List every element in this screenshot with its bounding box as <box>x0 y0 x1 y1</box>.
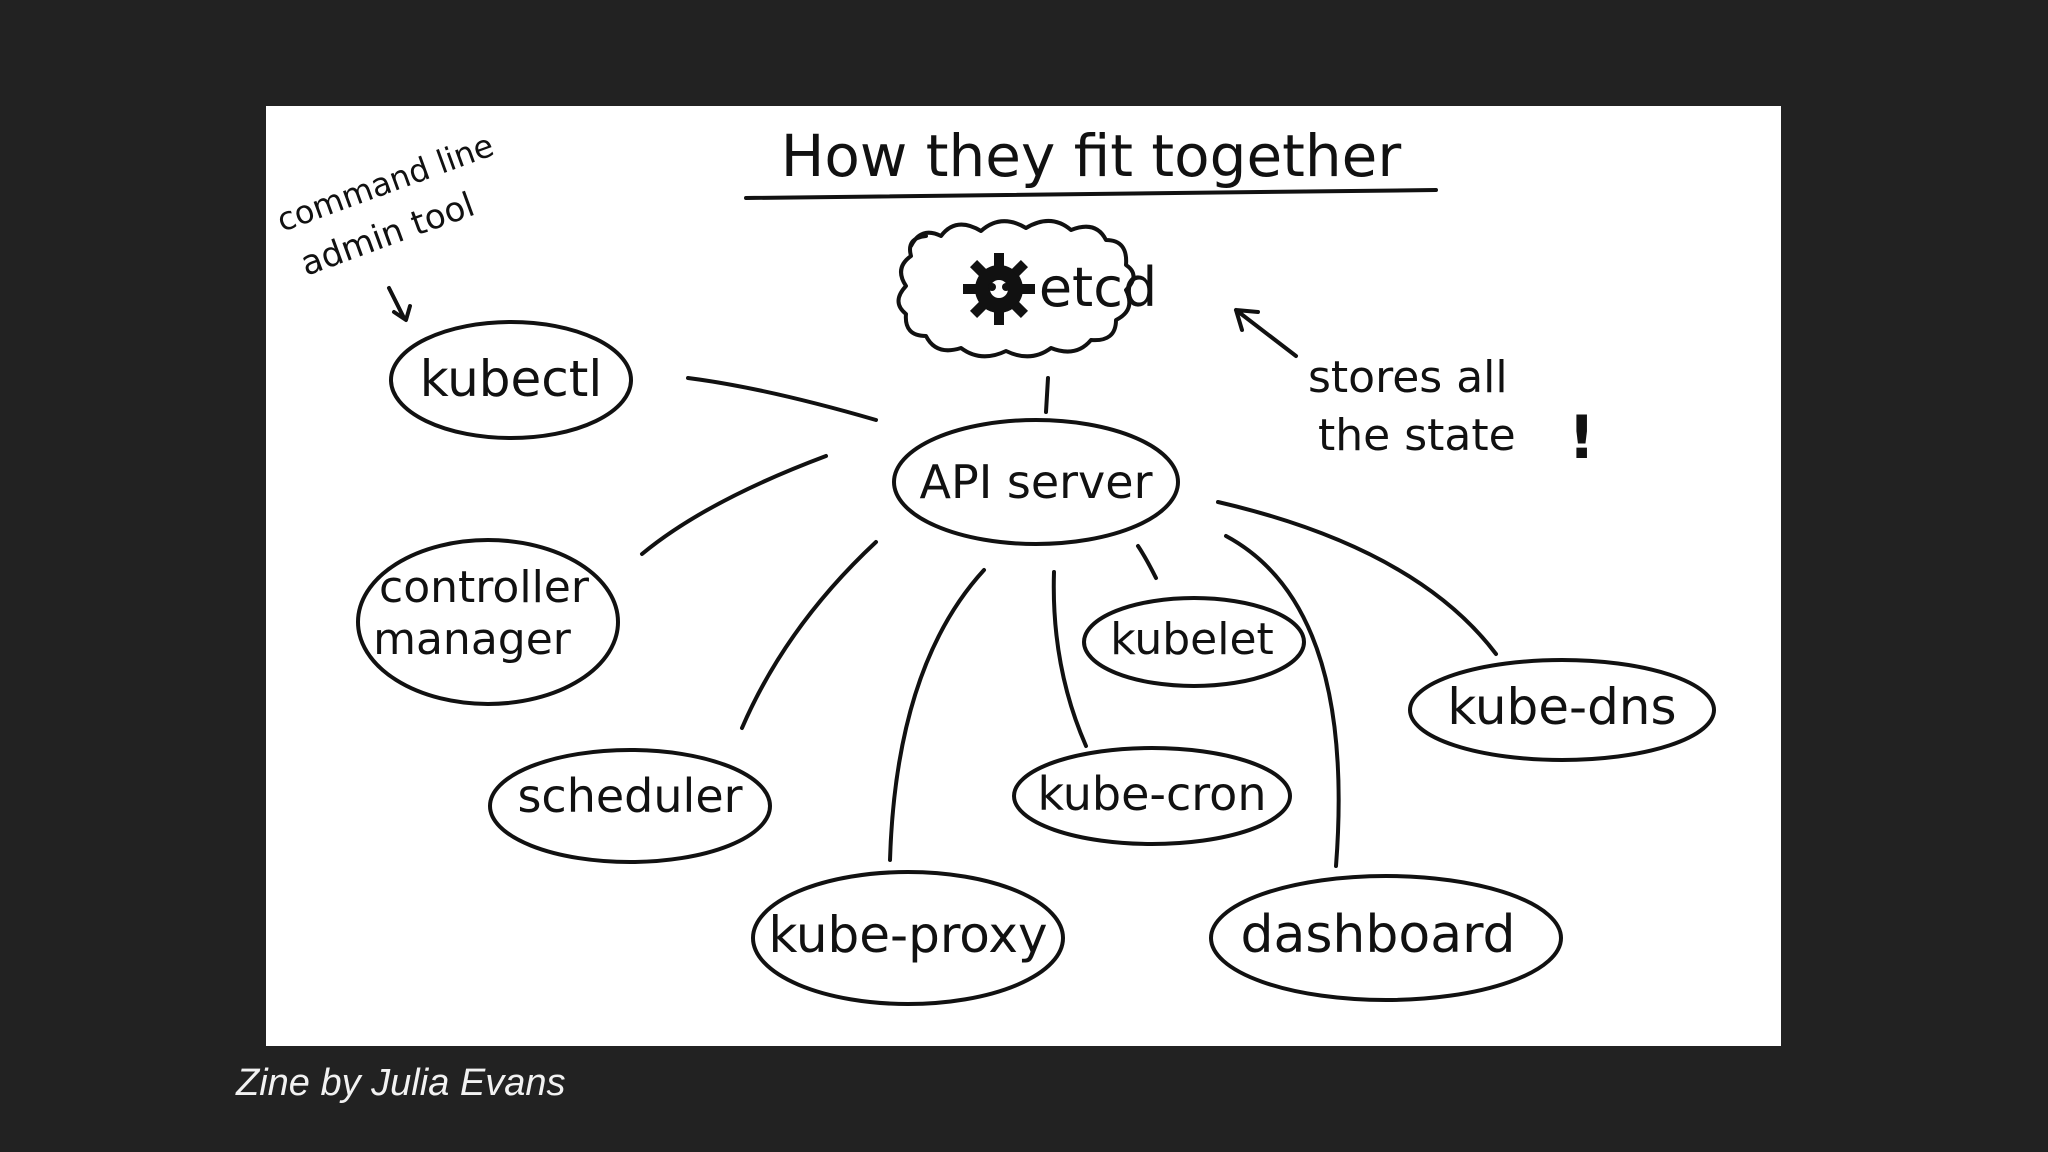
kubectl-note-arrow <box>387 286 412 322</box>
kube-dns-outline <box>1408 658 1716 762</box>
scheduler-outline <box>488 748 772 864</box>
controller-manager-label-line1: controller <box>379 562 590 613</box>
kube-dns-label: kube-dns <box>1447 678 1676 736</box>
edge-kubeproxy-api <box>888 568 986 862</box>
edge-dashboard-api <box>1224 534 1341 868</box>
edge-kubedns-api <box>1216 500 1498 656</box>
kubectl-outline <box>389 320 633 440</box>
kube-cron-label: kube-cron <box>1038 767 1267 821</box>
api-server-label: API server <box>919 455 1152 509</box>
api-server-outline <box>892 418 1180 546</box>
edge-kubecron-api <box>1051 570 1088 748</box>
edge-scheduler-api <box>740 540 878 730</box>
scheduler-label: scheduler <box>517 769 742 823</box>
etcd-note-exclamation: ! <box>1568 403 1595 473</box>
etcd-note-line1: stores all <box>1308 352 1508 403</box>
diagram-panel: How they fit together etcd kubectl API s… <box>266 106 1781 1046</box>
caption: Zine by Julia Evans <box>236 1062 566 1104</box>
etcd-label: etcd <box>1039 256 1157 319</box>
kube-proxy-outline <box>751 870 1065 1006</box>
diagram-title: How they fit together <box>781 122 1402 190</box>
dashboard-label: dashboard <box>1240 905 1515 965</box>
etcd-note-line2: the state <box>1318 410 1516 461</box>
kube-cron-outline <box>1012 746 1292 846</box>
edge-kubelet-api <box>1136 544 1158 580</box>
kubectl-label: kubectl <box>420 350 603 408</box>
kubelet-label: kubelet <box>1110 614 1274 665</box>
dashboard-outline <box>1209 874 1563 1002</box>
controller-manager-label-line2: manager <box>373 614 572 665</box>
edge-kubectl-api <box>686 376 878 422</box>
edge-etcd-api <box>1044 376 1050 414</box>
etcd-cloud-outline <box>896 219 1136 359</box>
kube-proxy-label: kube-proxy <box>768 906 1047 964</box>
etcd-note-arrow <box>1234 308 1298 358</box>
controller-manager-outline <box>356 538 620 706</box>
kubelet-outline <box>1082 596 1306 688</box>
etcd-logo-icon <box>963 253 1035 325</box>
title-underline <box>744 188 1438 200</box>
architecture-diagram: How they fit together etcd kubectl API s… <box>272 122 1716 1006</box>
edge-controller-api <box>640 454 828 556</box>
